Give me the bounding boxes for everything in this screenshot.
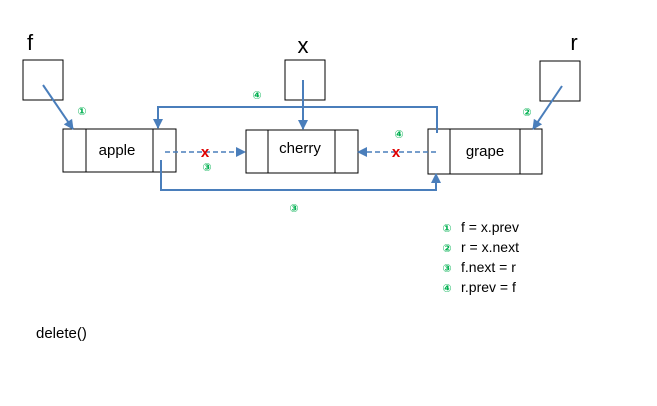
step-marker-3-bottom: ③ xyxy=(289,203,298,215)
pointer-box-f xyxy=(22,59,64,101)
legend-text-4: r.prev = f xyxy=(461,279,516,295)
arrow-f-to-apple xyxy=(42,84,74,130)
legend-marker-1: ① xyxy=(442,223,451,235)
node-cherry: cherry xyxy=(245,129,359,174)
legend-text-1: f = x.prev xyxy=(461,219,519,235)
pointer-label-x: x xyxy=(298,33,309,58)
legend-marker-2: ② xyxy=(442,243,451,255)
arrow-apple-next-to-grape xyxy=(160,160,441,191)
cross-mark-right: x xyxy=(392,144,401,161)
legend-text-3: f.next = r xyxy=(461,259,516,275)
step-marker-2: ② xyxy=(522,107,531,119)
pointer-label-r: r xyxy=(570,30,577,55)
pointer-box-r xyxy=(539,60,581,102)
pointer-box-x xyxy=(284,59,326,101)
node-grape: grape xyxy=(427,128,543,175)
legend-marker-4: ④ xyxy=(442,283,451,295)
arrow-grape-prev-to-apple xyxy=(153,106,438,133)
step-marker-4-top: ④ xyxy=(252,90,261,102)
arrow-r-to-grape xyxy=(532,85,563,130)
node-apple-label: apple xyxy=(99,142,136,159)
step-marker-4-dashed: ④ xyxy=(394,129,403,141)
node-cherry-label: cherry xyxy=(279,140,321,157)
node-grape-label: grape xyxy=(466,143,504,160)
legend-text-2: r = x.next xyxy=(461,239,519,255)
step-marker-1: ① xyxy=(77,106,86,118)
legend-marker-3: ③ xyxy=(442,263,451,275)
legend: ① f = x.prev ② r = x.next ③ f.next = r ④… xyxy=(442,219,519,295)
diagram-caption: delete() xyxy=(36,325,87,342)
step-marker-3-dashed: ③ xyxy=(202,162,211,174)
cross-mark-left: x xyxy=(201,144,210,161)
node-apple: apple xyxy=(62,128,177,173)
pointer-label-f: f xyxy=(27,30,34,55)
